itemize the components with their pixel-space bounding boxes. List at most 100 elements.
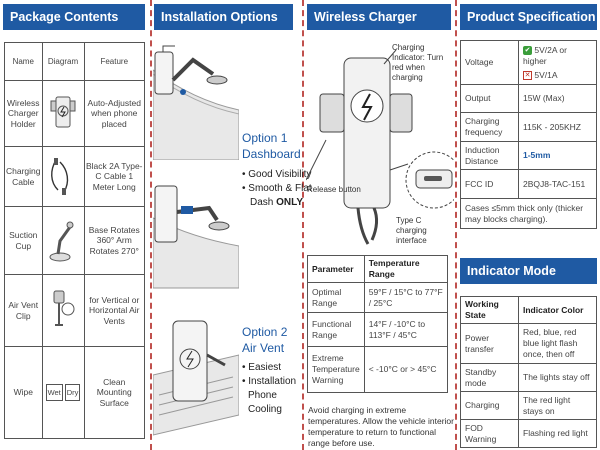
option2-title: Option 2 <box>242 325 288 339</box>
option2-bullets: Easiest Installation <box>242 361 296 389</box>
table-row: Charging Cable Black 2A Type-C Cable 1 M… <box>4 146 145 207</box>
check-icon: ✔ <box>523 45 532 55</box>
divider-2 <box>302 0 304 450</box>
bullet-cont: Phone <box>248 390 277 401</box>
table-row: FOD Warning Flashing red light <box>460 419 597 448</box>
installation-header: Installation Options <box>154 4 293 30</box>
spec-note: Cases ≤5mm thick only (thicker may block… <box>460 198 597 229</box>
state-cell: Standby mode <box>460 363 519 392</box>
spec-label: Output <box>460 84 519 113</box>
installation-panel: Installation Options <box>151 0 296 450</box>
option1-bullets: Good Visibility Smooth & Flat <box>242 168 311 196</box>
package-table: Name Diagram Feature Wireless Charger Ho… <box>4 42 145 439</box>
state-cell: Power transfer <box>460 323 519 364</box>
item-name: Charging Cable <box>4 146 43 207</box>
item-name: Suction Cup <box>4 206 43 275</box>
air-vent-mount-illustration <box>153 320 239 436</box>
option2-bullets-cont: Phone Cooling <box>248 389 282 417</box>
item-feature: Black 2A Type-C Cable 1 Meter Long <box>83 146 145 207</box>
option2-subtitle: Air Vent <box>242 341 285 355</box>
table-row: Output 15W (Max) <box>460 84 597 113</box>
type-c-label: Type C charging interface <box>396 216 427 245</box>
divider-3 <box>455 0 457 450</box>
param-cell: Optimal Range <box>307 282 365 313</box>
bullet: Easiest <box>242 361 296 375</box>
vent-clip-icon <box>53 290 75 326</box>
charger-holder-header: Wireless Charger Holder <box>307 4 451 50</box>
table-row: Wipe Wet Dry Clean Mounting Surface <box>4 346 145 439</box>
col-feature: Feature <box>83 42 145 81</box>
spec-header: Product Specification <box>460 4 597 30</box>
voltage-bad: 5V/1A <box>534 69 558 80</box>
wipe-dry-label: Dry <box>64 384 81 401</box>
state-cell: Charging <box>460 391 519 420</box>
spec-table: Voltage ✔ 5V/2A or higher ✕ 5V/1A Output… <box>460 40 597 229</box>
item-name: Wireless Charger Holder <box>4 80 43 147</box>
item-feature: for Vertical or Horizontal Air Vents <box>83 274 145 347</box>
bullet-cont: Cooling <box>248 404 282 415</box>
package-contents-header: Package Contents <box>3 4 145 30</box>
range-cell: 14°F / -10°C to 113°F / 45°C <box>363 312 449 347</box>
table-row: Voltage ✔ 5V/2A or higher ✕ 5V/1A <box>460 40 597 85</box>
dash-text: Dash <box>250 197 277 208</box>
col-diagram: Diagram <box>41 42 85 81</box>
param-cell: Extreme Temperature Warning <box>307 346 365 393</box>
voltage-cell: ✔ 5V/2A or higher ✕ 5V/1A <box>518 40 597 85</box>
option1-subtitle: Dashboard <box>242 147 301 161</box>
only-text: ONLY <box>276 197 303 208</box>
release-button-label: Release button <box>307 185 361 194</box>
item-feature: Base Rotates 360° Arm Rotates 270° <box>83 206 145 275</box>
spec-label: Induction Distance <box>460 141 519 170</box>
table-row: Induction Distance 1-5mm <box>460 141 597 170</box>
table-row: Cases ≤5mm thick only (thicker may block… <box>460 198 597 229</box>
table-row: Charging The red light stays on <box>460 391 597 420</box>
charger-holder-panel: Wireless Charger Holder <box>304 0 454 450</box>
spec-value: 2BQJ8-TAC-151 <box>518 169 597 199</box>
holder-diagram <box>41 80 85 147</box>
table-row: Suction Cup Base Rotates 360° Arm Rotate… <box>4 206 145 275</box>
spec-label: Voltage <box>460 40 519 85</box>
spec-value: 1-5mm <box>518 141 597 170</box>
col-indicator-color: Indicator Color <box>518 296 597 324</box>
indicator-header: Indicator Mode <box>460 258 597 284</box>
col-working-state: Working State <box>460 296 519 324</box>
state-cell: FOD Warning <box>460 419 519 448</box>
color-cell: The lights stay off <box>518 363 597 392</box>
color-cell: Flashing red light <box>518 419 597 448</box>
suction-cup-icon <box>49 221 74 261</box>
item-feature: Clean Mounting Surface <box>83 346 145 439</box>
color-cell: The red light stays on <box>518 391 597 420</box>
spec-value: 115K - 205KHZ <box>518 112 597 142</box>
cable-diagram <box>41 146 85 207</box>
wipe-wet-label: Wet <box>45 384 63 401</box>
table-row: Power transfer Red, blue, red blue light… <box>460 323 597 364</box>
indicator-table: Working State Indicator Color Power tran… <box>460 296 597 448</box>
col-name: Name <box>4 42 43 81</box>
option1-title: Option 1 <box>242 131 288 145</box>
spec-label: FCC ID <box>460 169 519 199</box>
dashboard-mount-illustration-top <box>153 45 239 160</box>
col-parameter: Parameter <box>307 255 365 283</box>
spec-label: Charging frequency <box>460 112 519 142</box>
item-feature: Auto-Adjusted when phone placed <box>83 80 145 147</box>
table-row: Optimal Range 59°F / 15°C to 77°F / 25°C <box>307 282 449 313</box>
option1-dash-line: Dash ONLY <box>250 196 303 210</box>
bullet: Smooth & Flat <box>242 182 311 196</box>
range-cell: 59°F / 15°C to 77°F / 25°C <box>363 282 449 313</box>
item-name: Wipe <box>4 346 43 439</box>
wipe-diagram: Wet Dry <box>41 346 85 439</box>
temperature-table: Parameter Temperature Range Optimal Rang… <box>307 255 449 393</box>
spec-value: 15W (Max) <box>518 84 597 113</box>
temperature-note: Avoid charging in extreme temperatures. … <box>308 405 454 448</box>
param-cell: Functional Range <box>307 312 365 347</box>
charger-holder-icon <box>50 96 76 127</box>
range-cell: < -10°C or > 45°C <box>363 346 449 393</box>
dashboard-mount-illustration-bottom <box>153 185 239 289</box>
divider-1 <box>150 0 152 450</box>
table-row: Wireless Charger Holder Auto-Adjusted wh… <box>4 80 145 147</box>
package-contents-panel: Package Contents <box>0 0 148 450</box>
item-name: Air Vent Clip <box>4 274 43 347</box>
table-row: FCC ID 2BQJ8-TAC-151 <box>460 169 597 199</box>
bullet: Installation <box>242 375 296 389</box>
charging-indicator-label: Charging Indicator: Turn red when chargi… <box>392 43 444 82</box>
